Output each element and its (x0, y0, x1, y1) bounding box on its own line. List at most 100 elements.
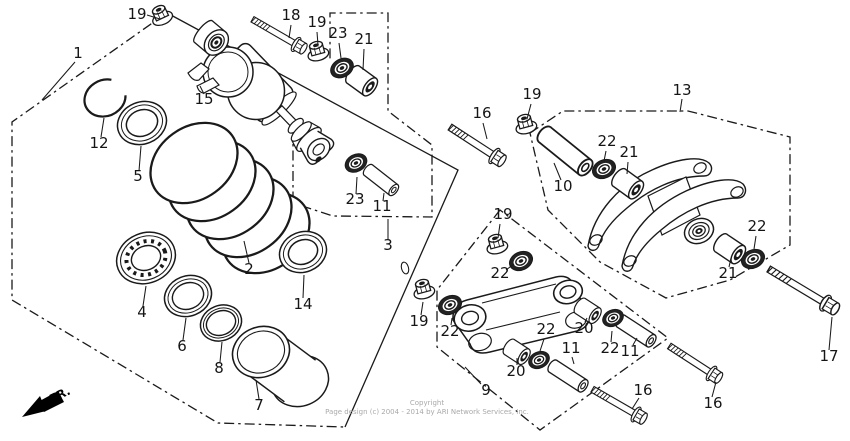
part-label-19: 19 (307, 13, 326, 31)
part-label-7: 7 (254, 396, 264, 414)
part-label-16: 16 (703, 394, 722, 412)
label-leader-20 (584, 317, 588, 323)
spring-guide-7 (231, 325, 330, 408)
label-leader-22 (450, 317, 453, 326)
adjuster-cam-4 (115, 231, 177, 285)
copyright-line1: Copyright (410, 399, 444, 407)
label-leader-19 (420, 301, 424, 316)
stopper-rubber-15 (187, 62, 220, 94)
part-label-5: 5 (133, 167, 143, 185)
part-label-22: 22 (600, 339, 619, 357)
shock-absorber (187, 19, 335, 165)
flange-nut-19-a (146, 1, 176, 29)
part-label-19: 19 (493, 205, 512, 223)
label-leader-15 (199, 85, 205, 95)
part-label-11: 11 (561, 339, 580, 357)
copyright: Copyright Page design (c) 2004 - 2014 by… (325, 399, 529, 416)
part-label-23: 23 (345, 190, 364, 208)
flange-bolt-16-a (444, 119, 510, 171)
label-leader-18 (288, 24, 292, 39)
part-label-19: 19 (127, 5, 146, 23)
spring-seat-5 (116, 100, 168, 146)
label-leader-10 (553, 162, 562, 181)
part-label-6: 6 (177, 337, 187, 355)
label-leader-23 (338, 42, 342, 59)
part-label-9: 9 (481, 381, 491, 399)
label-leader-22 (603, 150, 607, 162)
part-label-11: 11 (372, 197, 391, 215)
label-leader-16 (711, 381, 717, 398)
part-label-8: 8 (214, 359, 224, 377)
flange-bolt-17 (763, 260, 844, 319)
label-leader-19 (316, 31, 319, 46)
part-label-10: 10 (553, 177, 572, 195)
part-label-19: 19 (409, 312, 428, 330)
flange-bolt-16-c (664, 338, 726, 387)
label-leader-9 (464, 366, 482, 385)
label-leader-7 (255, 379, 260, 400)
part-label-19: 19 (522, 85, 541, 103)
part-label-14: 14 (293, 295, 312, 313)
collar-11-a (360, 162, 402, 198)
label-leader-19 (526, 103, 532, 120)
label-leader-16 (482, 122, 488, 140)
label-leader-1 (41, 61, 76, 101)
collar-10 (533, 122, 597, 180)
label-leader-11 (632, 337, 638, 346)
copyright-line2: Page design (c) 2004 - 2014 by ARI Netwo… (325, 408, 529, 416)
part-label-16: 16 (633, 381, 652, 399)
label-leader-21 (626, 161, 629, 175)
part-label-1: 1 (73, 44, 83, 62)
label-leader-11 (382, 192, 385, 202)
collar-11-b (545, 357, 591, 395)
label-leader-12 (100, 117, 105, 138)
snap-ring-12 (83, 78, 127, 118)
part-label-22: 22 (440, 322, 459, 340)
label-leader-11 (571, 356, 575, 365)
label-leader-23 (355, 176, 358, 195)
label-leader-19 (146, 14, 161, 20)
label-leader-13 (679, 98, 683, 113)
label-leader-14 (302, 274, 305, 299)
part-label-13: 13 (672, 81, 691, 99)
part-label-21: 21 (718, 264, 737, 282)
guide-ring-6 (163, 274, 213, 318)
label-leader-21 (728, 257, 732, 268)
part-label-22: 22 (747, 217, 766, 235)
label-leader-17 (828, 316, 833, 351)
part-label-4: 4 (137, 303, 147, 321)
fr-indicator: FR. (22, 384, 72, 417)
part-label-18: 18 (281, 6, 300, 24)
label-leader-5 (138, 145, 142, 172)
part-label-12: 12 (89, 134, 108, 152)
label-leader-22 (610, 330, 613, 343)
label-leader-4 (142, 285, 147, 307)
boundary-region-1 (11, 11, 346, 428)
parts (83, 1, 844, 428)
label-leader-21 (362, 48, 365, 71)
part-label-3: 3 (383, 236, 393, 254)
part-label-2: 2 (244, 260, 254, 278)
part-label-23: 23 (328, 24, 347, 42)
label-leader-2 (243, 240, 250, 264)
label-leader-19 (497, 223, 501, 239)
cushion-link-9 (400, 261, 590, 354)
seat-ring-14 (278, 230, 328, 274)
arm-center-eye (683, 217, 715, 245)
part-label-22: 22 (536, 320, 555, 338)
part-label-21: 21 (354, 30, 373, 48)
label-leader-22 (753, 235, 757, 250)
fr-arrow-tail (36, 391, 64, 412)
label-leader-22 (539, 338, 545, 352)
label-leader-16 (631, 397, 640, 410)
label-leader-22 (505, 263, 515, 271)
part-label-16: 16 (472, 104, 491, 122)
flange-nut-19-c (512, 111, 539, 137)
part-label-22: 22 (597, 132, 616, 150)
flange-nut-19-e (410, 276, 437, 302)
label-leader-6 (182, 317, 187, 341)
label-leader-8 (219, 341, 223, 363)
part-label-20: 20 (574, 319, 593, 337)
